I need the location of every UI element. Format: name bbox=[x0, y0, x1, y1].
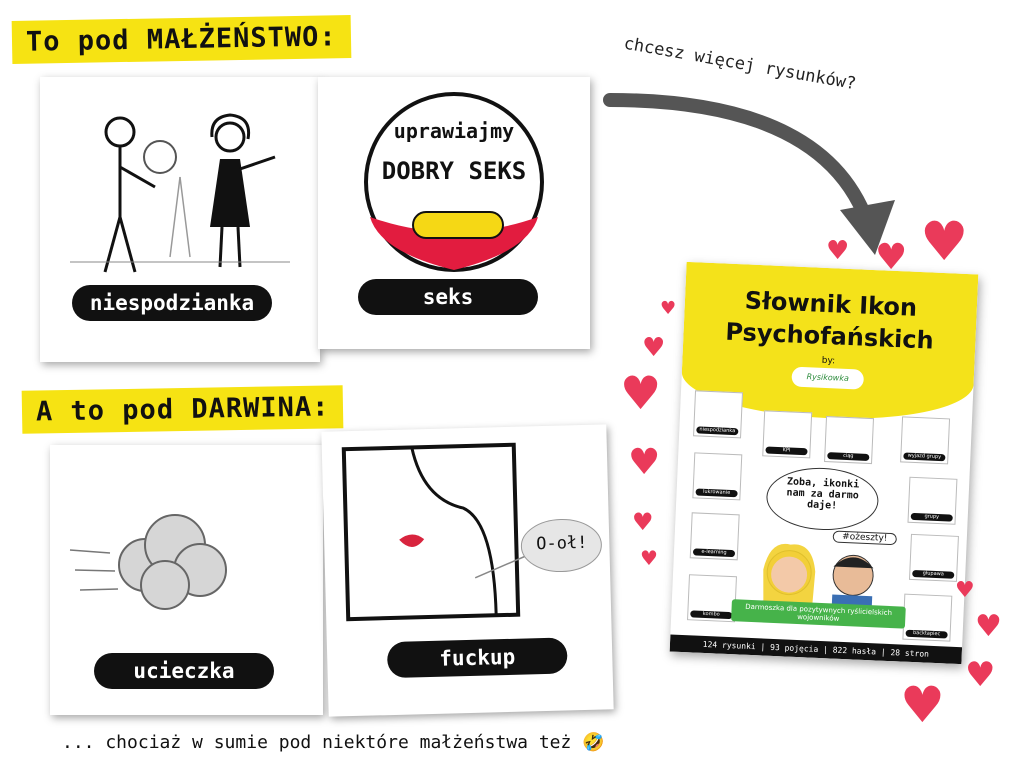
heart-icon: ♥ bbox=[920, 210, 969, 273]
icon-tile: e-learning bbox=[689, 512, 740, 561]
sign-line2: DOBRY SEKS bbox=[381, 157, 527, 185]
card-label: ucieczka bbox=[94, 653, 274, 689]
icon-tile: grupy bbox=[907, 476, 958, 525]
sign-line1: uprawiajmy bbox=[393, 119, 515, 143]
heart-icon: ♥ bbox=[642, 333, 666, 363]
icon-tile: kombo bbox=[687, 574, 737, 623]
heart-icon: ♥ bbox=[965, 655, 996, 695]
footer-caption: ... chociaż w sumie pod niektóre małżeńs… bbox=[62, 732, 605, 753]
icon-tile: niespodzianka bbox=[693, 390, 744, 439]
icon-tile: KPI bbox=[762, 410, 813, 459]
icon-tile: głupawa bbox=[908, 533, 959, 582]
icon-tile: backtapiec bbox=[902, 593, 953, 642]
heart-icon: ♥ bbox=[975, 609, 1002, 644]
heading-marriage: To pod MAŁŻEŃSTWO: bbox=[11, 15, 351, 64]
heart-icon: ♥ bbox=[826, 236, 850, 266]
icon-tile: wyjazd grupy bbox=[900, 416, 951, 465]
heart-icon: ♥ bbox=[875, 237, 908, 278]
heart-icon: ♥ bbox=[660, 298, 677, 319]
seks-drawing bbox=[364, 92, 544, 272]
heart-icon: ♥ bbox=[640, 546, 658, 570]
arrow-icon bbox=[603, 93, 895, 255]
heart-icon: ♥ bbox=[628, 442, 661, 483]
card-label: seks bbox=[358, 279, 538, 315]
couple-drawing bbox=[70, 113, 290, 273]
heart-icon: ♥ bbox=[632, 508, 654, 536]
dust-cloud-drawing bbox=[69, 514, 227, 610]
cover-characters bbox=[763, 543, 874, 627]
icon-tile: ciąg bbox=[824, 416, 875, 465]
heading-darwin: A to pod DARWINA: bbox=[21, 385, 344, 434]
card-fuckup: O-oł! fuckup bbox=[321, 424, 614, 717]
dictionary-cover[interactable]: Słownik Ikon Psychofańskich by: Rysikowk… bbox=[669, 261, 979, 665]
rysikowka-logo: Rysikowka bbox=[791, 366, 865, 390]
cover-speech-text: Zoba, ikonki nam za darmo daje! bbox=[786, 476, 860, 512]
card-label: niespodzianka bbox=[72, 285, 272, 321]
fuckup-drawing bbox=[341, 442, 602, 622]
heart-icon: ♥ bbox=[900, 676, 945, 734]
card-ucieczka: ucieczka bbox=[50, 445, 323, 715]
card-label: fuckup bbox=[386, 637, 568, 679]
heart-icon: ♥ bbox=[955, 578, 975, 603]
card-niespodzianka: niespodzianka bbox=[40, 77, 320, 362]
heart-icon: ♥ bbox=[620, 366, 662, 420]
icon-tile: lukrowanie bbox=[692, 452, 743, 501]
logo-text: Rysikowka bbox=[806, 372, 850, 383]
speech-bubble: O-oł! bbox=[535, 532, 588, 555]
card-seks: uprawiajmy DOBRY SEKS seks bbox=[318, 77, 590, 349]
